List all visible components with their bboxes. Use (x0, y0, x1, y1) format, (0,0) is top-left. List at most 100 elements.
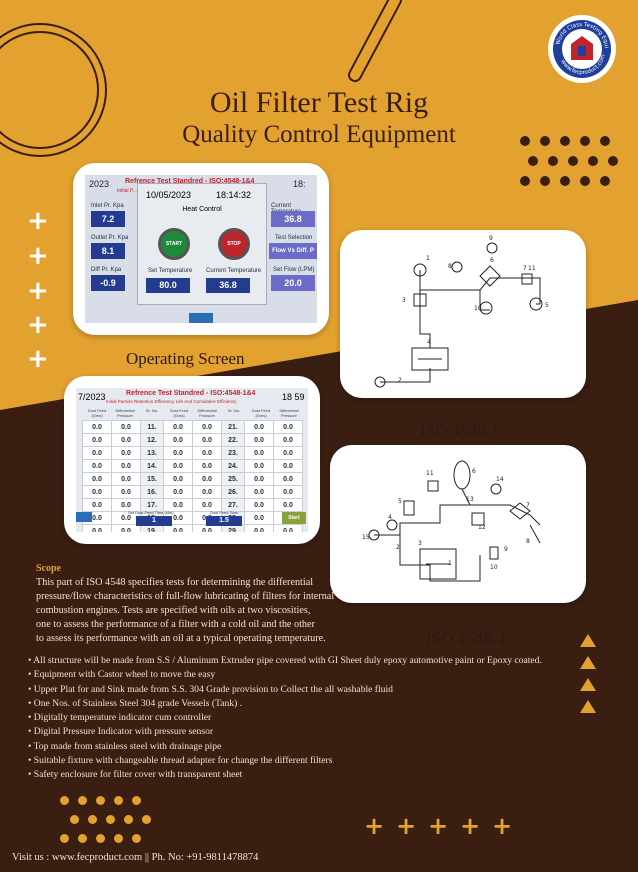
diagram2-label-5: 5 (398, 498, 402, 505)
diagram1-label-5: 5 (545, 302, 549, 309)
inlet-label: Inlet Pr. Kpa (91, 203, 124, 209)
table-cell: 0.0 (273, 459, 303, 473)
table-cell: 26. (221, 485, 245, 499)
table-cell: 0.0 (111, 485, 141, 499)
panel-title: Heat Control (182, 206, 222, 213)
plus-icon: + (27, 276, 49, 306)
feature-item: Upper Plat for and Sink made from S.S. 3… (28, 683, 588, 697)
diagram1-label-10: 10 (474, 305, 482, 312)
iso-4548-1-card: 1 2 3 4 5 6 7 8 9 10 11 (340, 230, 586, 398)
diagram2-label-4: 4 (388, 514, 392, 521)
table-cell: 0.0 (163, 420, 193, 434)
stop-label: STOP (227, 241, 241, 247)
table-cell: 0.0 (273, 433, 303, 447)
table-cell: 13. (140, 446, 164, 460)
caption-operating-screen: Operating Screen (126, 349, 245, 368)
table-cell: 0.0 (244, 459, 274, 473)
table-cell: 0.0 (244, 498, 274, 512)
table-cell: 0.0 (273, 485, 303, 499)
screen-subtitle: Initial P... ...iency (117, 188, 155, 194)
table-time: 18 59 (282, 392, 305, 402)
table-cell: 0.0 (192, 420, 222, 434)
table-cell: 0.0 (82, 446, 112, 460)
table-cell: 0.0 (163, 485, 193, 499)
diagram2-label-10: 10 (490, 564, 498, 571)
feature-item: One Nos. of Stainless Steel 304 grade Ve… (28, 697, 588, 711)
diagram1-label-2: 2 (398, 377, 402, 384)
scope-heading: Scope (36, 563, 61, 574)
plus-icon: + (364, 812, 385, 840)
table-subtitle: Initial Particle Retention Efficiency, L… (106, 399, 237, 404)
diagram2-label-12: 12 (478, 524, 486, 531)
plus-icon: + (460, 812, 481, 840)
plus-icon: + (396, 812, 417, 840)
table-cell: 0.0 (82, 524, 112, 532)
iso-4548-4-diagram: 1 2 3 4 5 6 7 8 9 10 11 12 13 14 15 (362, 460, 541, 582)
table-cell: 0.0 (244, 485, 274, 499)
table-title: Refrence Test Standred - ISO:4548-1&4 (126, 390, 256, 397)
table-cell: 0.0 (192, 446, 222, 460)
table-cell: 0.0 (111, 511, 141, 525)
hdr-diff-2: Differential Pressure (197, 408, 217, 418)
iso-4548-4-card: 1 2 3 4 5 6 7 8 9 10 11 12 13 14 15 (330, 445, 586, 603)
feature-item: Equipment with Castor wheel to move the … (28, 668, 588, 682)
feature-item: Digitally temperature indicator cum cont… (28, 711, 588, 725)
table-cell: 0.0 (192, 498, 222, 512)
nav-button[interactable] (189, 313, 213, 323)
scope-text: This part of ISO 4548 specifies tests fo… (36, 577, 335, 644)
diagram2-label-6: 6 (472, 468, 476, 475)
heat-control-panel: 10/05/2023 18:14:32 Heat Control START S… (137, 183, 267, 305)
table-cell: 0.0 (163, 446, 193, 460)
test-selection-value[interactable]: Flow Vs Diff. P (269, 243, 317, 259)
table-cell: 0.0 (163, 433, 193, 447)
feed-time-value: 1 (136, 516, 172, 526)
table-cell: 0.0 (82, 472, 112, 486)
table-cell: 21. (221, 420, 245, 434)
iso-4548-1-diagram: 1 2 3 4 5 6 7 8 9 10 11 (374, 235, 549, 388)
table-row: 0.00.018.0.00.028.0.00.0 (82, 511, 303, 525)
page-subtitle: Quality Control Equipment (182, 121, 456, 148)
back-button[interactable] (76, 512, 92, 522)
page-title: Oil Filter Test Rig (209, 86, 429, 119)
diagram1-label-6: 6 (490, 257, 494, 264)
table-cell: 0.0 (82, 420, 112, 434)
table-cell: 0.0 (82, 485, 112, 499)
set-flow-value: 20.0 (271, 275, 315, 291)
table-year: 7/2023 (78, 392, 106, 402)
hdr-dust-3: Dust Feed (Gms) (251, 408, 271, 418)
table-cell: 24. (221, 459, 245, 473)
table-cell: 0.0 (111, 433, 141, 447)
footer-contact: Visit us : www.fecproduct.com || Ph. No:… (12, 852, 259, 863)
diagram2-label-1: 1 (448, 560, 452, 567)
stop-button[interactable]: STOP (218, 228, 250, 260)
diagram2-label-15: 15 (362, 534, 370, 541)
outlet-label: Outlet Pr. Kpa (91, 235, 129, 241)
table-cell: 0.0 (192, 485, 222, 499)
table-cell: 0.0 (192, 472, 222, 486)
table-cell: 0.0 (244, 472, 274, 486)
table-cell: 16. (140, 485, 164, 499)
plus-icon: + (492, 812, 513, 840)
caption-iso-4548-4: ISO 4548-4 (426, 629, 506, 648)
plus-icon: + (27, 206, 49, 236)
table-cell: 0.0 (163, 459, 193, 473)
feature-item: Safety enclosure for filter cover with t… (28, 768, 588, 782)
diagram1-label-3: 3 (402, 297, 406, 304)
hdr-sr-2: Sr. No. (145, 408, 159, 413)
hdr-diff-1: Differential Pressure (115, 408, 135, 418)
diagram2-label-3: 3 (418, 540, 422, 547)
start-button[interactable]: START (158, 228, 190, 260)
dust-feed-value: 1.5 (206, 516, 242, 526)
set-temp-label: Set Temperature (148, 268, 193, 274)
panel-time: 18:14:32 (216, 190, 252, 200)
start-feed-button[interactable]: Start (282, 512, 306, 524)
diagram1-label-8: 8 (448, 263, 452, 270)
feature-item: Top made from stainless steel with drain… (28, 740, 588, 754)
operating-screen-card: 2023 Refrence Test Standred - ISO:4548-1… (73, 163, 329, 335)
inlet-value: 7.2 (91, 211, 125, 227)
table-cell: 0.0 (111, 446, 141, 460)
